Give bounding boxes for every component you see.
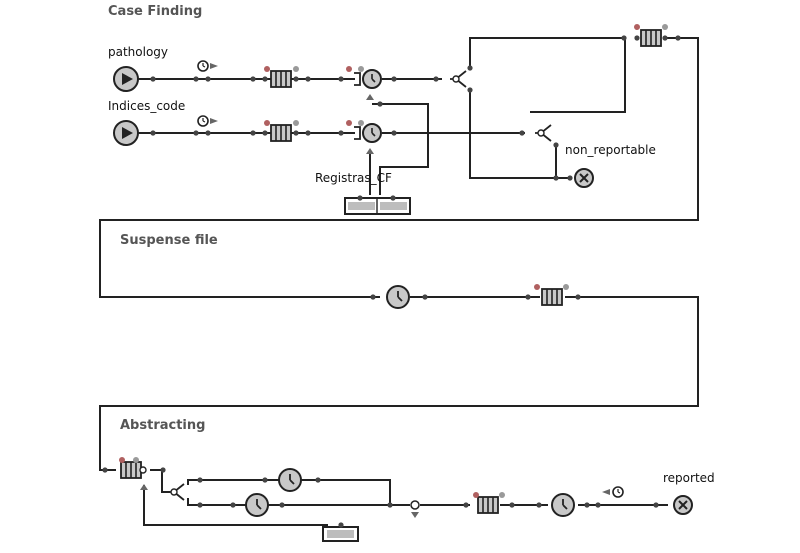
label-pathology: pathology: [108, 45, 169, 59]
label-reported: reported: [663, 471, 715, 485]
seize-icon[interactable]: [353, 123, 382, 143]
seize-icon[interactable]: [353, 69, 382, 89]
delay-icon[interactable]: [551, 493, 575, 517]
queue-icon[interactable]: [270, 70, 292, 88]
timer-icon: [602, 486, 624, 498]
sink-icon[interactable]: [673, 495, 693, 515]
match-icon[interactable]: [410, 500, 420, 510]
queue-icon[interactable]: [270, 124, 292, 142]
direction-markers: [140, 94, 419, 518]
timer-icon: [197, 60, 218, 72]
label-registras-cf: Registras_CF: [315, 171, 392, 185]
status-dots: [119, 24, 668, 498]
timer-icon: [197, 115, 218, 127]
delay-icon[interactable]: [278, 468, 302, 492]
connection-ports: [102, 35, 681, 528]
resource-pool-icon[interactable]: [344, 197, 411, 215]
case-finding-wires: [99, 37, 699, 526]
queue-icon[interactable]: [120, 461, 147, 479]
label-non-reportable: non_reportable: [565, 143, 656, 157]
queue-icon[interactable]: [541, 288, 563, 306]
select-output-icon[interactable]: [167, 483, 185, 501]
label-indices-code: Indices_code: [108, 99, 186, 113]
queue-icon[interactable]: [640, 29, 662, 47]
source-indices-code[interactable]: [113, 120, 139, 146]
section-title-abstracting: Abstracting: [120, 418, 206, 433]
delay-icon[interactable]: [245, 493, 269, 517]
resource-pool-icon[interactable]: [322, 526, 359, 542]
section-title-case-finding: Case Finding: [108, 4, 203, 19]
section-title-suspense-file: Suspense file: [120, 233, 218, 248]
queue-icon[interactable]: [477, 496, 499, 514]
sink-icon[interactable]: [574, 168, 594, 188]
select-output-icon[interactable]: [449, 70, 467, 88]
select-output-icon[interactable]: [534, 124, 552, 142]
delay-icon[interactable]: [386, 285, 410, 309]
source-pathology[interactable]: [113, 66, 139, 92]
